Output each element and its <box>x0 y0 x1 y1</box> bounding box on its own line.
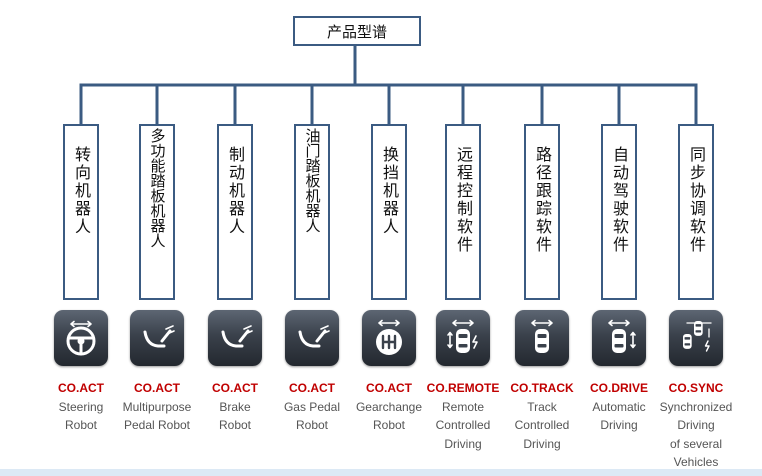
product-description-line: Synchronized <box>659 399 733 414</box>
product-node-steering: 转向机器人 <box>63 124 99 300</box>
root-node-label: 产品型谱 <box>326 22 387 41</box>
product-description-line: Driving <box>523 436 561 451</box>
gas-pedal-icon <box>298 325 330 348</box>
product-description-line: Automatic <box>592 399 646 414</box>
product-description-line: Remote <box>441 399 485 414</box>
product-tile-brake <box>208 310 262 366</box>
product-tile-gas <box>285 310 339 366</box>
product-brand: CO.ACT <box>212 381 258 395</box>
product-tile-sync <box>669 310 723 366</box>
product-brand: CO.ACT <box>134 381 180 395</box>
product-description-line: Driving <box>677 418 715 432</box>
product-tile-steering <box>54 310 108 366</box>
product-tile-track <box>515 310 569 366</box>
product-node-label: 同步协调软件 <box>687 146 706 254</box>
product-description-line: Robot <box>218 418 252 432</box>
remote-car-icon <box>447 319 478 353</box>
product-description-line: Driving <box>600 418 638 432</box>
product-node-track: 路径跟踪软件 <box>524 124 560 300</box>
product-node-label: 换挡机器人 <box>380 146 399 236</box>
product-brand: CO.ACT <box>289 381 335 395</box>
sync-cars-icon <box>683 321 712 352</box>
product-description-line: Multipurpose <box>122 399 192 414</box>
product-tile-drive <box>592 310 646 366</box>
product-node-label: 油门踏板机器人 <box>303 128 322 233</box>
product-description-line: Controlled <box>514 418 570 432</box>
product-description-line: Gas Pedal <box>283 399 341 414</box>
product-node-label: 转向机器人 <box>72 146 91 236</box>
steering-wheel-icon <box>66 320 96 356</box>
product-node-drive: 自动驾驶软件 <box>601 124 637 300</box>
product-description-line: Brake <box>219 399 251 414</box>
product-node-remote: 远程控制软件 <box>445 124 481 300</box>
product-node-label: 远程控制软件 <box>454 146 473 254</box>
product-description-line: Track <box>527 399 557 414</box>
product-brand: CO.REMOTE <box>426 381 500 395</box>
product-brand: CO.ACT <box>366 381 412 395</box>
product-node-pedal: 多功能踏板机器人 <box>139 124 175 300</box>
track-car-icon <box>531 319 553 353</box>
product-brand: CO.ACT <box>58 381 104 395</box>
product-node-label: 多功能踏板机器人 <box>148 128 167 248</box>
product-description-line: Controlled <box>435 418 491 432</box>
product-node-label: 制动机器人 <box>226 146 245 236</box>
product-brand: CO.SYNC <box>668 381 724 395</box>
product-description-line: Driving <box>444 436 482 451</box>
product-brand: CO.DRIVE <box>589 381 648 395</box>
product-node-label: 路径跟踪软件 <box>533 146 552 254</box>
product-node-label: 自动驾驶软件 <box>610 146 629 254</box>
pedal-icon <box>143 325 175 348</box>
product-tile-pedal <box>130 310 184 366</box>
product-brand: CO.TRACK <box>510 381 574 395</box>
brake-pedal-icon <box>221 325 253 348</box>
product-node-sync: 同步协调软件 <box>678 124 714 300</box>
product-tile-gear <box>362 310 416 366</box>
product-description-line: Gearchange <box>355 399 423 414</box>
product-description-line: Pedal Robot <box>123 418 191 432</box>
auto-drive-car-icon <box>608 319 636 353</box>
product-tile-remote <box>436 310 490 366</box>
product-description-line: Robot <box>295 418 329 432</box>
product-description-line: Vehicles <box>673 455 719 469</box>
product-description-line: Robot <box>372 418 406 432</box>
root-node-product-lineup: 产品型谱 <box>293 16 421 46</box>
product-node-gas: 油门踏板机器人 <box>294 124 330 300</box>
gear-shift-icon <box>376 319 402 355</box>
product-node-brake: 制动机器人 <box>217 124 253 300</box>
product-node-gear: 换挡机器人 <box>371 124 407 300</box>
product-description-line: of several <box>669 436 723 451</box>
product-description-line: Robot <box>64 418 98 432</box>
product-description-line: Steering <box>58 399 104 414</box>
bottom-band <box>0 469 762 476</box>
